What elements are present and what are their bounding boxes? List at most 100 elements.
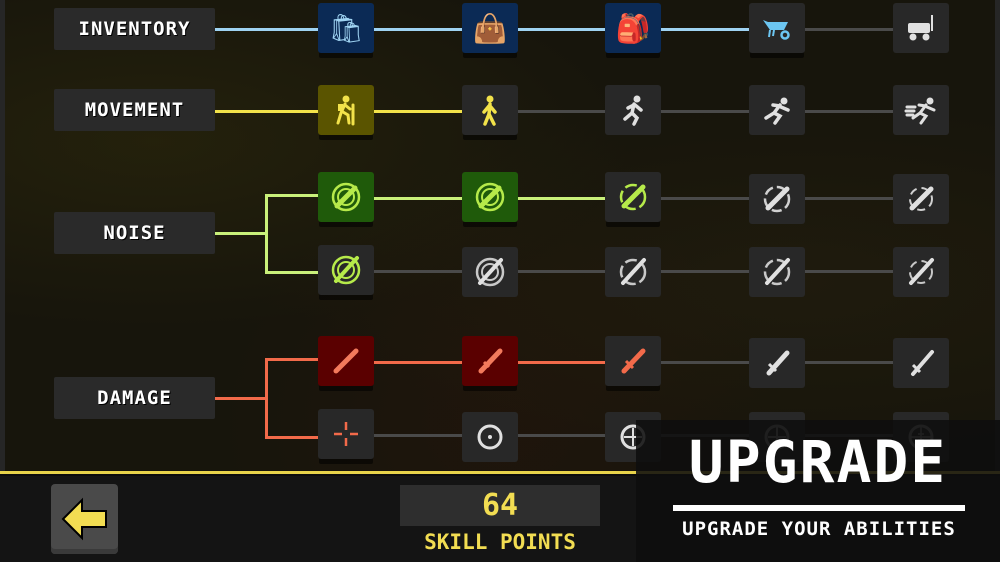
skill-node-noise-melee-2[interactable]: [462, 172, 518, 222]
skill-points-value: 64: [400, 485, 600, 526]
connector-line: [518, 434, 605, 437]
skill-node-noise-melee-4[interactable]: [749, 174, 805, 224]
connector-line: [805, 28, 893, 31]
combat-knife-icon: [621, 348, 646, 374]
handbag-icon: 👜: [472, 11, 508, 45]
promo-title: UPGRADE: [688, 428, 948, 496]
connector-line: [661, 28, 749, 31]
connector-line: [374, 361, 462, 364]
connector-line: [265, 436, 318, 439]
connector-branch: [265, 194, 268, 274]
category-label-inventory: INVENTORY: [54, 8, 215, 50]
category-label-damage: DAMAGE: [54, 377, 215, 419]
footer-divider: [0, 471, 1000, 474]
connector-line: [265, 194, 318, 197]
skill-node-movement-4[interactable]: [749, 85, 805, 135]
promo-subtitle: UPGRADE YOUR ABILITIES: [682, 518, 956, 540]
knife-icon: [333, 348, 359, 374]
arrow-left-icon: [61, 497, 107, 541]
back-button[interactable]: [51, 484, 118, 554]
skill-node-damage-melee-4[interactable]: [749, 338, 805, 388]
silent-rifle-icon: [619, 258, 647, 286]
connector-line: [215, 110, 318, 113]
connector-line: [805, 197, 893, 200]
connector-line: [661, 197, 749, 200]
sprinter-icon: [904, 97, 936, 125]
silent-rifle-icon: [331, 255, 361, 285]
skill-node-noise-ranged-2[interactable]: [462, 247, 518, 297]
silent-knife-icon: [331, 182, 361, 212]
connector-line: [374, 270, 462, 273]
promo-divider: [673, 505, 965, 511]
connector-line: [265, 358, 318, 361]
skill-node-damage-ranged-1[interactable]: [318, 409, 374, 459]
silent-knife-icon: [619, 183, 647, 211]
connector-line: [805, 110, 893, 113]
connector-branch: [265, 358, 268, 438]
connector-line: [518, 28, 605, 31]
silent-knife-icon: [909, 186, 934, 211]
runner-icon: [764, 97, 790, 125]
promo-overlay: [636, 420, 1000, 562]
crosshair-icon: [334, 422, 358, 446]
reticle-icon: [477, 424, 503, 450]
skill-node-inventory-3[interactable]: 🎒: [605, 3, 661, 53]
skill-node-movement-3[interactable]: [605, 85, 661, 135]
category-label-noise: NOISE: [54, 212, 215, 254]
hiker-icon: [336, 95, 355, 126]
silent-knife-icon: [475, 182, 505, 212]
plastic-bag-icon: 🛍: [328, 11, 364, 45]
skill-node-damage-ranged-2[interactable]: [462, 412, 518, 462]
silent-rifle-icon: [475, 257, 505, 287]
skill-node-damage-melee-1[interactable]: [318, 336, 374, 386]
jogger-icon: [623, 95, 643, 126]
connector-line: [518, 270, 605, 273]
category-label-movement: MOVEMENT: [54, 89, 215, 131]
connector-line: [661, 110, 749, 113]
skill-node-movement-1[interactable]: [318, 85, 374, 135]
skill-node-noise-melee-3[interactable]: [605, 172, 661, 222]
walker-icon: [482, 95, 497, 126]
connector-line: [374, 110, 462, 113]
connector-line: [215, 28, 318, 31]
skill-node-noise-ranged-4[interactable]: [749, 247, 805, 297]
connector-line: [661, 361, 749, 364]
skill-node-inventory-4[interactable]: [749, 3, 805, 53]
silent-rifle-icon: [909, 258, 934, 285]
silent-knife-icon: [763, 185, 791, 213]
skill-node-movement-5[interactable]: [893, 85, 949, 135]
skill-node-inventory-5[interactable]: [893, 3, 949, 53]
skill-points-label: SKILL POINTS: [424, 530, 576, 554]
skill-node-noise-ranged-3[interactable]: [605, 247, 661, 297]
silent-rifle-icon: [763, 258, 791, 286]
connector-line: [518, 361, 605, 364]
connector-line: [374, 434, 462, 437]
connector-line: [265, 271, 318, 274]
skill-node-noise-ranged-1[interactable]: [318, 245, 374, 295]
connector-line: [374, 28, 462, 31]
connector-line: [215, 232, 267, 235]
bowie-knife-icon: [766, 350, 790, 376]
backpack-icon: 🎒: [615, 11, 651, 45]
skill-node-damage-melee-5[interactable]: [893, 338, 949, 388]
wagon-icon: [908, 15, 933, 41]
skill-node-movement-2[interactable]: [462, 85, 518, 135]
connector-line: [518, 197, 605, 200]
connector-line: [518, 110, 605, 113]
wheelbarrow-icon: [763, 20, 790, 40]
skill-node-noise-melee-1[interactable]: [318, 172, 374, 222]
skill-node-damage-melee-2[interactable]: [462, 336, 518, 386]
skill-node-inventory-1[interactable]: 🛍: [318, 3, 374, 53]
connector-line: [661, 270, 749, 273]
connector-line: [215, 397, 267, 400]
connector-line: [374, 197, 462, 200]
skill-node-noise-melee-5[interactable]: [893, 174, 949, 224]
connector-line: [805, 270, 893, 273]
hunting-knife-icon: [911, 350, 934, 376]
connector-line: [805, 361, 893, 364]
skill-node-inventory-2[interactable]: 👜: [462, 3, 518, 53]
dagger-icon: [478, 348, 503, 374]
skill-node-noise-ranged-5[interactable]: [893, 247, 949, 297]
footer-divider-shadow: [0, 474, 1000, 476]
skill-node-damage-melee-3[interactable]: [605, 336, 661, 386]
